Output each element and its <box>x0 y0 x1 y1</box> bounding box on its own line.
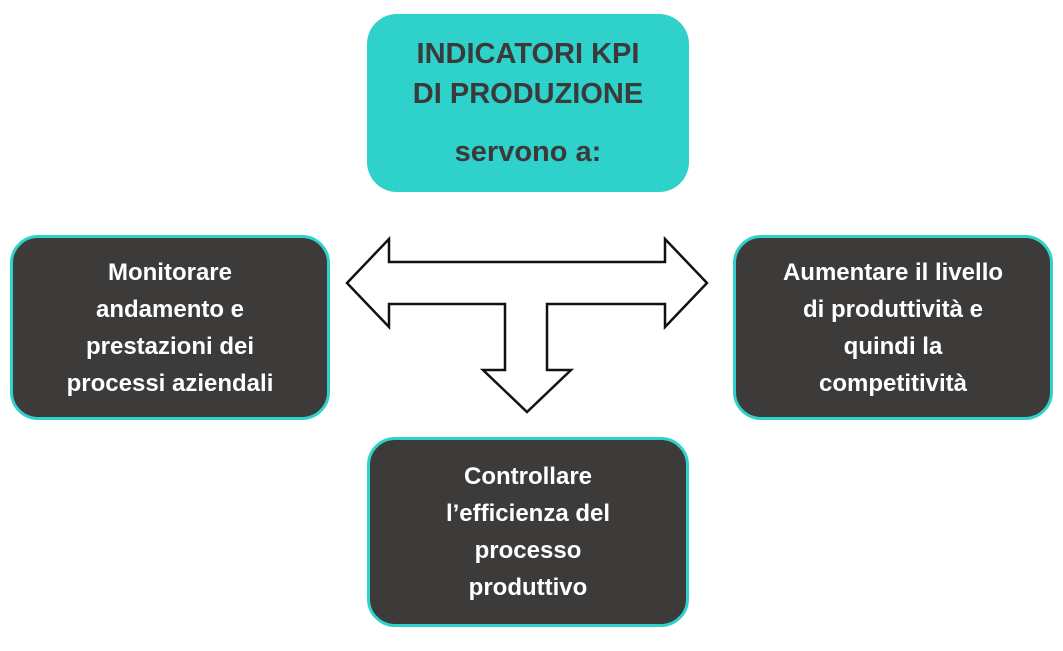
monitor-line-4: processi aziendali <box>66 369 274 397</box>
productivity-line-3: quindi la <box>843 332 943 360</box>
monitor-box: Monitorare andamento e prestazioni dei p… <box>10 235 330 420</box>
efficiency-box: Controllare l’efficienza del processo pr… <box>367 437 689 627</box>
efficiency-line-2: l’efficienza del <box>445 500 611 527</box>
productivity-line-4: competitività <box>818 369 968 397</box>
t-arrow-shape <box>345 235 709 414</box>
productivity-line-2: di produttività e <box>803 295 983 323</box>
kpi-title-box: INDICATORI KPI DI PRODUZIONE servono a: <box>367 14 689 192</box>
efficiency-line-1: Controllare <box>463 463 592 490</box>
efficiency-line-4: produttivo <box>468 574 588 601</box>
monitor-line-3: prestazioni dei <box>85 332 255 360</box>
monitor-line-1: Monitorare <box>107 258 232 286</box>
efficiency-line-3: processo <box>474 537 582 564</box>
monitor-line-2: andamento e <box>95 295 245 323</box>
title-line-1: INDICATORI KPI <box>416 38 640 70</box>
subtitle: servono a: <box>454 136 602 168</box>
productivity-line-1: Aumentare il livello <box>782 258 1004 286</box>
productivity-box: Aumentare il livello di produttività e q… <box>733 235 1053 420</box>
title-line-2: DI PRODUZIONE <box>412 78 644 110</box>
